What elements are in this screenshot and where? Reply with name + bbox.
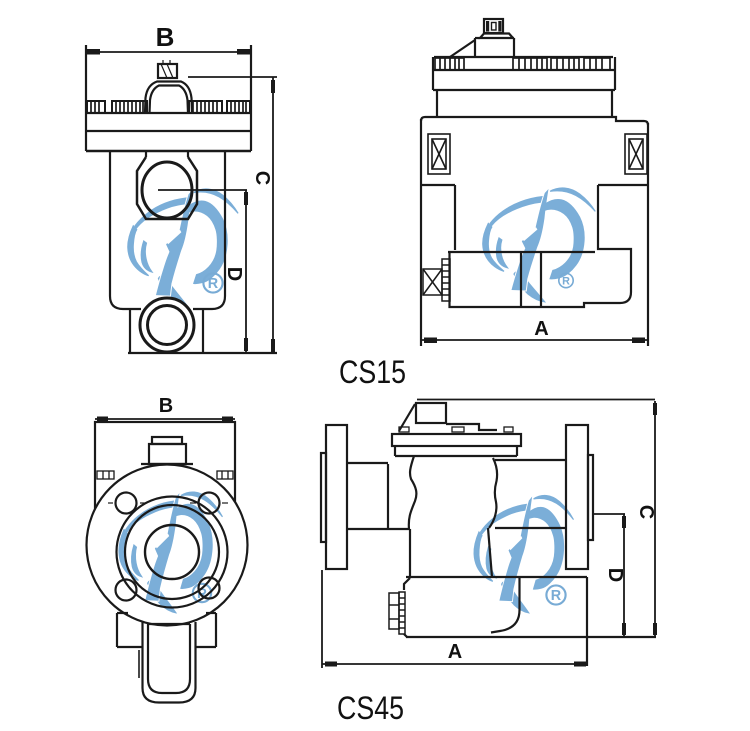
svg-text:CS45: CS45 [337,690,404,726]
svg-text:A: A [534,318,548,340]
svg-text:B: B [159,395,173,417]
svg-text:D: D [604,568,626,582]
svg-text:CS15: CS15 [339,354,406,390]
svg-text:A: A [448,641,462,663]
svg-text:C: C [251,171,273,185]
svg-text:C: C [635,505,657,519]
svg-text:B: B [156,22,175,52]
svg-text:D: D [223,267,245,281]
